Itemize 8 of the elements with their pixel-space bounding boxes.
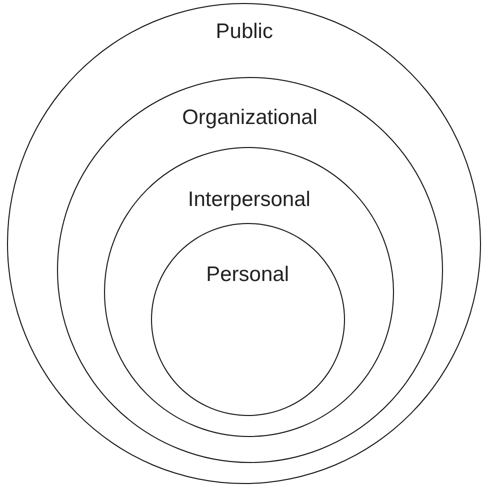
- circle-ring: [56, 76, 443, 463]
- level-label: Organizational: [181, 106, 318, 128]
- circle-ring: [7, 3, 482, 484]
- level-label: Personal: [205, 264, 290, 285]
- circle-ring: [104, 147, 394, 438]
- circle-ring: [150, 222, 345, 416]
- level-label: Public: [214, 21, 274, 42]
- level-label: Interpersonal: [186, 189, 312, 210]
